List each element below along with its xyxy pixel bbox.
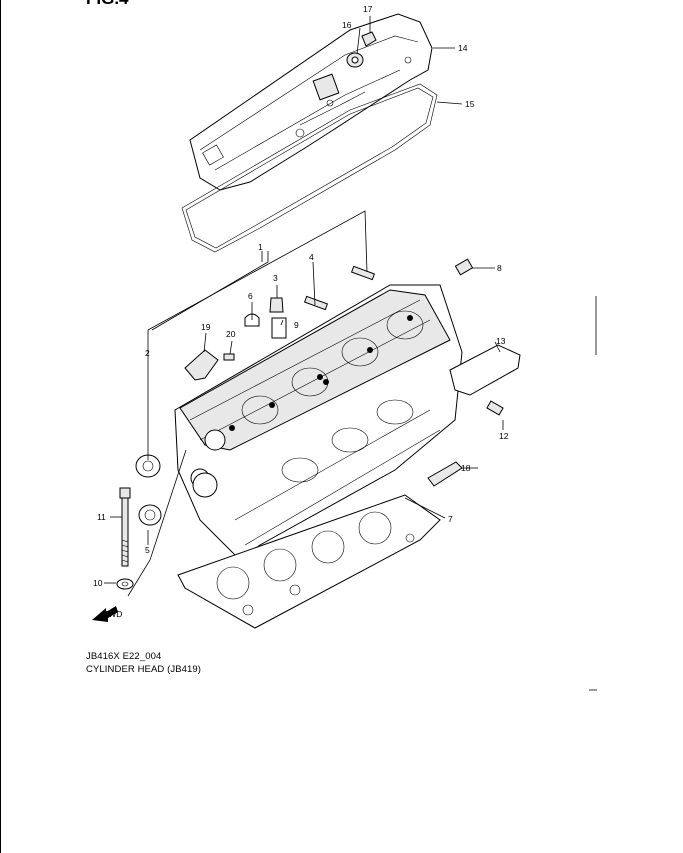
cover-seal-washer[interactable] bbox=[346, 52, 364, 68]
camshaft-oil-seal-2[interactable] bbox=[135, 454, 161, 478]
head-bolt[interactable] bbox=[119, 487, 131, 567]
sensor-bolt[interactable] bbox=[223, 353, 235, 361]
front-arrow-icon: FWD bbox=[92, 606, 122, 622]
stud-bolt-upper[interactable] bbox=[350, 265, 376, 281]
callout-18: 18 bbox=[461, 463, 471, 473]
cover-gasket[interactable] bbox=[181, 83, 438, 253]
callout-5: 5 bbox=[145, 545, 150, 555]
callout-19: 19 bbox=[201, 322, 211, 332]
callout-10: 10 bbox=[93, 578, 103, 588]
head-gasket[interactable] bbox=[177, 494, 441, 629]
valve-lifter[interactable] bbox=[271, 317, 287, 339]
bolt-washer[interactable] bbox=[116, 578, 134, 590]
stud-bolt-lower[interactable] bbox=[303, 295, 329, 311]
callout-7: 7 bbox=[448, 514, 453, 524]
glow-plug[interactable] bbox=[427, 461, 463, 487]
sensor[interactable] bbox=[184, 349, 219, 381]
callout-12: 12 bbox=[499, 431, 509, 441]
cover-nut[interactable] bbox=[361, 31, 377, 47]
cylinder-head-cover[interactable] bbox=[189, 13, 433, 191]
page-left-border bbox=[0, 0, 1, 853]
callout-4: 4 bbox=[309, 252, 314, 262]
camshaft-oil-seal-5[interactable] bbox=[138, 504, 162, 526]
figure-name: CYLINDER HEAD (JB419) bbox=[86, 664, 202, 675]
callout-2: 2 bbox=[145, 348, 150, 358]
callout-15: 15 bbox=[465, 99, 475, 109]
union-bolt[interactable] bbox=[454, 258, 474, 276]
callout-9: 9 bbox=[294, 320, 299, 330]
callout-11: 11 bbox=[97, 512, 106, 522]
callout-14: 14 bbox=[458, 43, 468, 53]
valve-stem-seal[interactable] bbox=[269, 297, 284, 313]
cylinder-head[interactable] bbox=[174, 284, 463, 561]
callout-6: 6 bbox=[248, 291, 253, 301]
figure-title: FIG.4 bbox=[86, 0, 129, 9]
callout-1: 1 bbox=[258, 242, 263, 252]
callout-20: 20 bbox=[226, 329, 236, 339]
leader-lines bbox=[104, 16, 597, 691]
callout-16: 16 bbox=[342, 20, 352, 30]
front-marker-label: FWD bbox=[103, 609, 122, 619]
figure-code: JB416X E22_004 bbox=[86, 651, 162, 662]
callout-3: 3 bbox=[273, 273, 278, 283]
callout-8: 8 bbox=[497, 263, 502, 273]
bracket-bolt[interactable] bbox=[486, 400, 504, 416]
bracket[interactable] bbox=[449, 344, 521, 396]
callout-17: 17 bbox=[363, 4, 373, 14]
callout-13: 13 bbox=[496, 336, 506, 346]
